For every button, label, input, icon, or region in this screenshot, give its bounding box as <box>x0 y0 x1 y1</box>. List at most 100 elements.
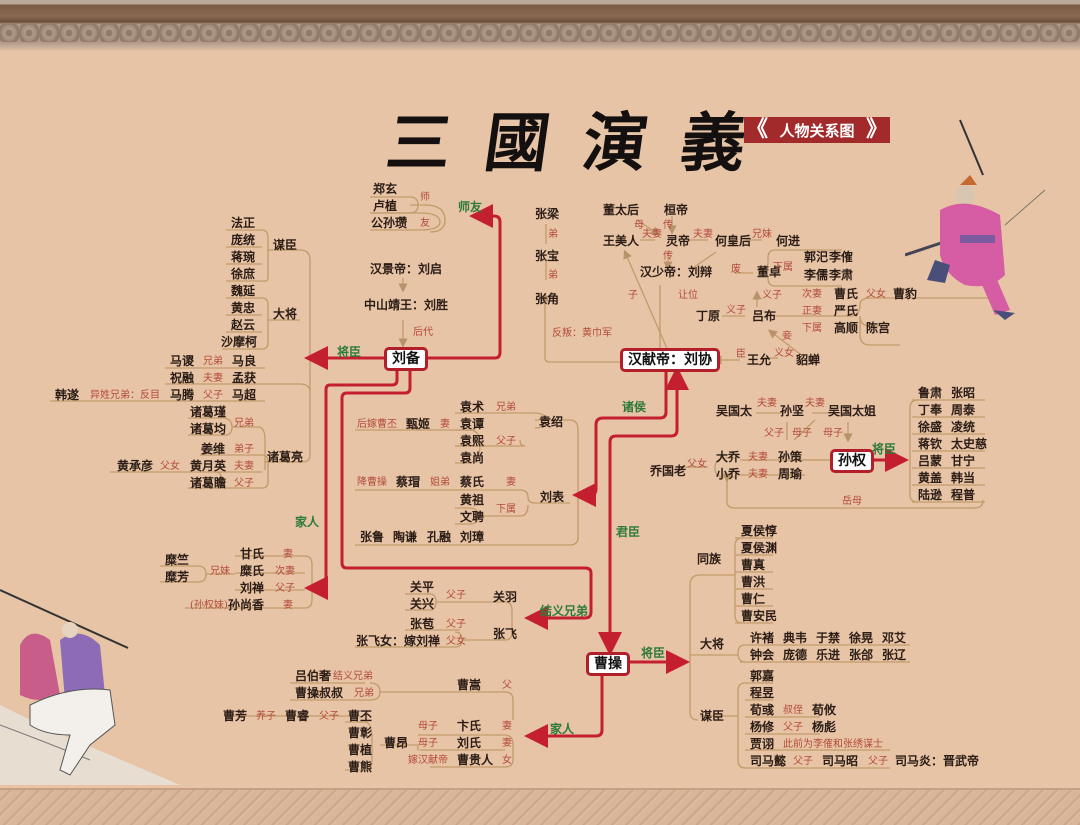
rel-sun-mother-son-2: 母子 <box>823 428 843 439</box>
person-zhangfei: 张飞 <box>493 627 518 641</box>
person-sunce: 孙策 <box>778 450 803 464</box>
person-caorui: 曹睿 <box>285 709 310 723</box>
rel-daqiao-couple: 夫妻 <box>748 452 768 463</box>
person-gaoshun: 高顺 <box>834 321 859 335</box>
person-caozhang: 曹彰 <box>348 726 373 740</box>
person-jiangqin: 蒋钦 <box>918 437 943 451</box>
person-wuguotai: 吴国太 <box>716 404 753 418</box>
rel-couple-wang: 夫妻 <box>642 229 662 240</box>
rel-caorui: 父子 <box>319 711 339 722</box>
person-lisu: 李肃 <box>829 268 854 282</box>
category-clan: 同族 <box>697 552 722 566</box>
rel-zhuge-brothers: 兄弟 <box>234 418 254 429</box>
person-yuanshao: 袁绍 <box>539 415 564 429</box>
person-zhanglu: 张鲁 <box>360 530 385 544</box>
person-simayi: 司马懿 <box>750 754 787 768</box>
warrior-illustration <box>905 119 1046 320</box>
person-bianshi: 卞氏 <box>457 719 482 733</box>
rel-pass-1: 传 <box>663 220 673 231</box>
rel-liushan: 父子 <box>275 583 295 594</box>
rel-caishi-wife: 妻 <box>506 477 516 488</box>
rel-caosong: 父 <box>502 680 512 691</box>
person-zhenji: 甄姬 <box>406 417 431 431</box>
rel-student: 弟子 <box>234 444 254 455</box>
rel-lvboshe: 结义兄弟 <box>333 671 373 682</box>
rel-liubiao-subordinates: 下属 <box>496 504 516 515</box>
rel-minister: 臣 <box>736 349 746 360</box>
person-jiangwan: 蒋琬 <box>231 250 256 264</box>
rel-yang-father-son: 父子 <box>783 722 803 733</box>
rel-zhuge-son: 父子 <box>234 478 254 489</box>
person-zhangzhao: 张昭 <box>951 386 976 400</box>
rel-depose: 废 <box>731 264 741 275</box>
person-lijue: 李傕 <box>829 250 854 264</box>
rel-dong-subordinate: 下属 <box>773 262 793 273</box>
person-hejin: 何进 <box>776 234 801 248</box>
person-xuhuang: 徐晃 <box>849 631 874 645</box>
liubei-node[interactable]: 刘备 <box>384 347 428 371</box>
rel-first-wife: 正妻 <box>802 306 822 317</box>
rel-sun-couple-b: 夫妻 <box>805 398 825 409</box>
note-married-xiandi: 嫁汉献帝 <box>408 755 448 766</box>
rel-cao-uncle: 兄弟 <box>354 688 374 699</box>
person-caohong: 曹洪 <box>741 575 766 589</box>
person-zhouyu: 周瑜 <box>778 467 803 481</box>
rel-mother: 母 <box>634 220 644 231</box>
subtitle-text: 人物关系图 <box>779 121 855 140</box>
caocao-node[interactable]: 曹操 <box>586 652 630 676</box>
rel-zhang-daughter: 父女 <box>446 636 466 647</box>
edge-label-junchen: 君臣 <box>616 525 641 539</box>
category-cao-advisors: 谋臣 <box>700 709 725 723</box>
rel-father-daughter: 父女 <box>160 461 180 472</box>
category-cao-generals: 大将 <box>700 637 725 651</box>
note-sunquan-sister: (孙权妹) <box>190 600 228 611</box>
person-yanshi: 严氏 <box>834 304 859 318</box>
person-caopi: 曹丕 <box>348 709 373 723</box>
person-maliang: 马良 <box>232 354 257 368</box>
rel-sunshangxiang: 妻 <box>283 600 293 611</box>
person-taoqian: 陶谦 <box>393 530 418 544</box>
person-zhangliang: 张梁 <box>535 207 560 221</box>
rel-second-wife: 次妻 <box>802 289 822 300</box>
person-yuanxi: 袁熙 <box>460 434 485 448</box>
rel-bian-mother-son: 母子 <box>418 721 438 732</box>
cavalry-illustration <box>0 589 180 785</box>
person-zhugeliang: 诸葛亮 <box>267 450 304 464</box>
person-pangtong: 庞统 <box>231 233 256 247</box>
top-ornamental-frame <box>0 0 1080 52</box>
rel-sun-mother-son-1: 母子 <box>792 428 812 439</box>
rel-ganshi: 妻 <box>283 549 293 560</box>
person-dongtaihou: 董太后 <box>603 203 640 217</box>
person-liushi: 刘氏 <box>457 736 482 750</box>
person-simazhao: 司马昭 <box>822 754 859 768</box>
rel-cai-siblings: 姐弟 <box>430 477 450 488</box>
sunquan-node[interactable]: 孙权 <box>830 449 874 473</box>
rel-siblings-he: 兄妹 <box>752 229 772 240</box>
rel-sun-father-son: 父子 <box>764 428 784 439</box>
person-caoang: 曹昂 <box>384 736 409 750</box>
person-guojia: 郭嘉 <box>750 669 775 683</box>
edge-label-jiangchen-caocao: 将臣 <box>641 646 666 660</box>
person-xushu: 徐庶 <box>231 267 256 281</box>
rel-son: 子 <box>628 290 638 301</box>
person-pangde: 庞德 <box>783 648 808 662</box>
person-zhonghui: 钟会 <box>750 648 775 662</box>
edge-label-jieyi: 结义兄弟 <box>540 604 589 618</box>
person-lvboshe: 吕伯奢 <box>295 669 332 683</box>
rel-zhuge-wife: 夫妻 <box>234 461 254 472</box>
person-chengong: 陈宫 <box>866 321 891 335</box>
rel-teacher: 师 <box>420 192 430 203</box>
person-caofang: 曹芳 <box>223 709 248 723</box>
person-liuzhang: 刘璋 <box>460 530 485 544</box>
rel-qiao-daughters: 父女 <box>687 459 707 470</box>
person-wangyun: 王允 <box>747 353 772 367</box>
person-huangzhong: 黄忠 <box>231 301 256 315</box>
person-hansui: 韩遂 <box>55 388 80 402</box>
xiandi-node[interactable]: 汉献帝：刘协 <box>620 348 720 372</box>
person-zhanghe: 张郃 <box>849 648 874 662</box>
person-wangmeiren: 王美人 <box>603 234 640 248</box>
person-handang: 韩当 <box>951 471 976 485</box>
person-ganning: 甘宁 <box>951 454 976 468</box>
person-yuanshu: 袁术 <box>460 400 485 414</box>
rel-adopted-son: 养子 <box>256 711 276 722</box>
